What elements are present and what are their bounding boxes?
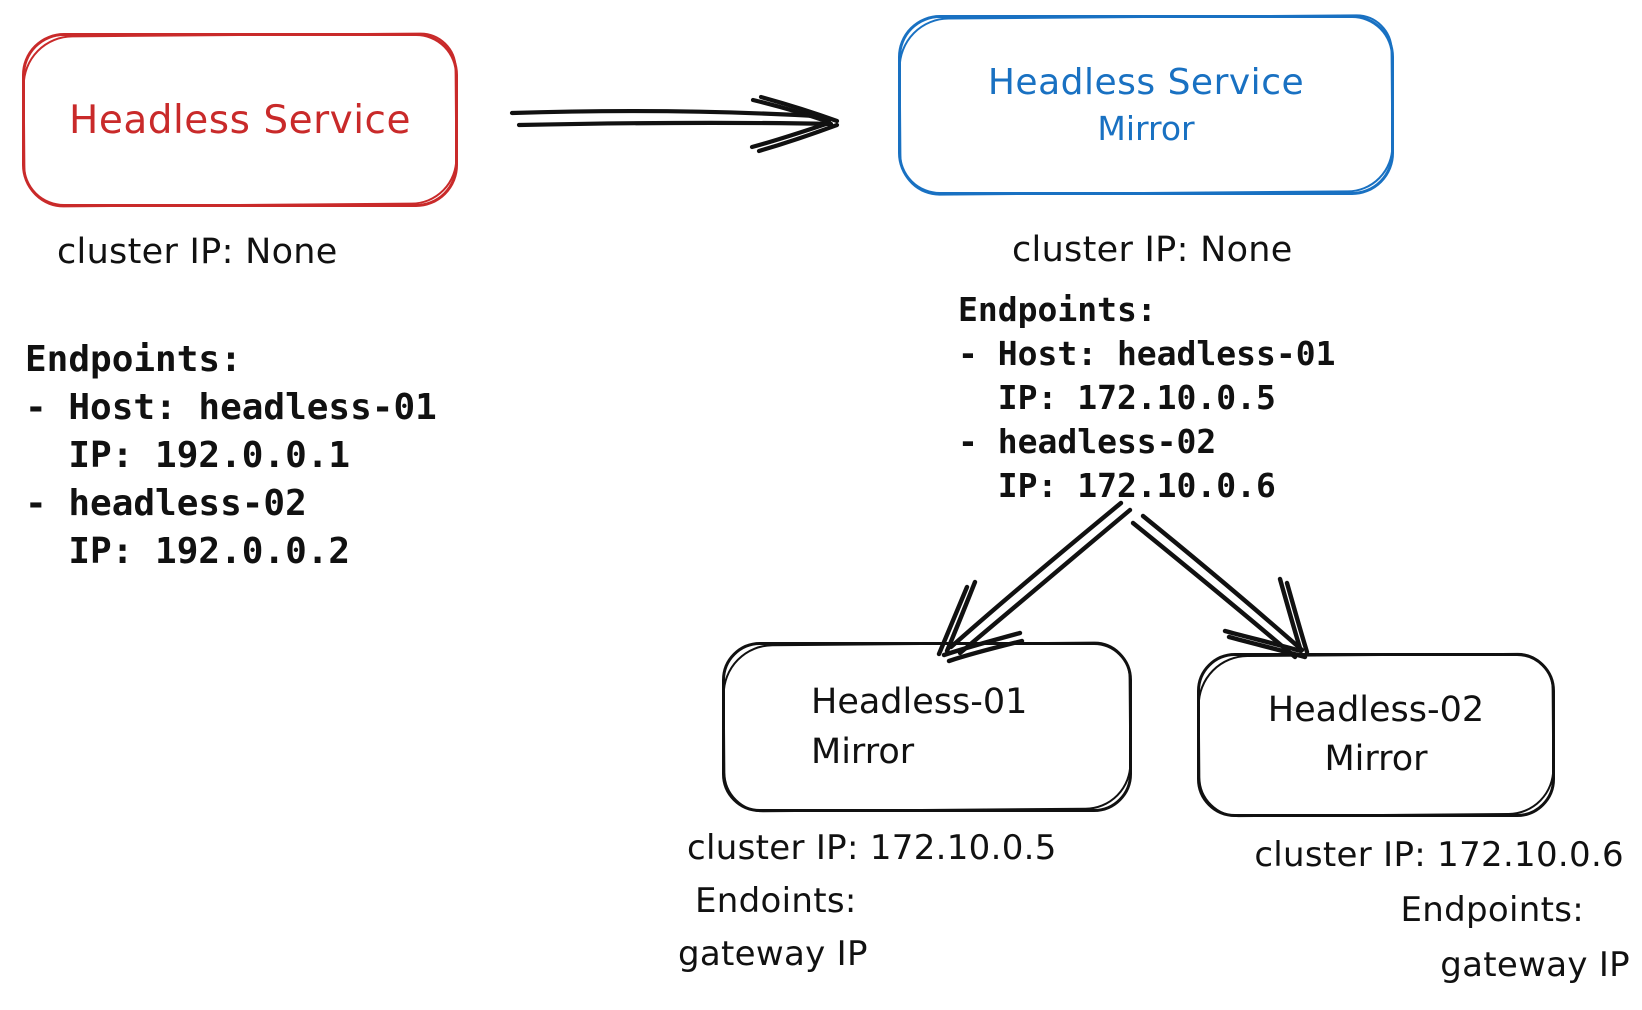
- node-headless-service-mirror: Headless Service Mirror: [898, 15, 1394, 195]
- mirror-01-cluster-ip: cluster IP: 172.10.0.5: [687, 828, 1057, 868]
- source-cluster-ip-label: cluster IP: None: [57, 232, 338, 272]
- node-headless-02-mirror: Headless-02 Mirror: [1197, 653, 1555, 817]
- node-headless-01-mirror-title: Headless-01: [811, 682, 1028, 722]
- node-headless-01-mirror-subtitle: Mirror: [811, 732, 915, 772]
- endpoints-line: IP: 192.0.0.2: [25, 531, 351, 572]
- node-headless-service-mirror-subtitle: Mirror: [1097, 109, 1195, 148]
- endpoints-line: Endpoints:: [958, 290, 1157, 329]
- arrow-source-to-mirror: [509, 94, 840, 154]
- endpoints-line: Endpoints:: [25, 339, 242, 380]
- arrow-to-mirror-02: [1130, 513, 1310, 660]
- node-headless-service-title: Headless Service: [69, 97, 411, 143]
- endpoints-line: IP: 172.10.0.6: [958, 466, 1276, 505]
- mirror-cluster-ip-label: cluster IP: None: [1012, 230, 1293, 270]
- mirror-01-details: cluster IP: 172.10.0.5 Endoints: gateway…: [678, 822, 1057, 981]
- endpoints-line: - Host: headless-01: [958, 334, 1336, 373]
- mirror-02-cluster-ip: cluster IP: 172.10.0.6: [1254, 835, 1624, 875]
- endpoints-line: - headless-02: [958, 422, 1217, 461]
- node-headless-02-mirror-title: Headless-02: [1267, 690, 1485, 730]
- node-headless-01-mirror: Headless-01 Mirror: [722, 642, 1132, 812]
- endpoints-line: - Host: headless-01: [25, 387, 437, 428]
- node-headless-02-mirror-subtitle: Mirror: [1324, 739, 1428, 779]
- mirror-01-endpoints-label: Endoints:: [695, 881, 857, 921]
- mirror-02-endpoints-label: Endpoints:: [1400, 890, 1584, 930]
- mirror-02-details: cluster IP: 172.10.0.6 Endpoints: gatewa…: [1230, 828, 1630, 993]
- endpoints-line: - headless-02: [25, 483, 307, 524]
- mirror-01-gateway-ip: gateway IP: [678, 934, 868, 974]
- arrow-to-mirror-01: [936, 500, 1133, 664]
- source-endpoints-block: Endpoints: - Host: headless-01 IP: 192.0…: [25, 336, 437, 576]
- mirror-endpoints-block: Endpoints: - Host: headless-01 IP: 172.1…: [958, 288, 1336, 508]
- endpoints-line: IP: 172.10.0.5: [958, 378, 1276, 417]
- node-headless-service: Headless Service: [22, 33, 458, 207]
- mirror-02-gateway-ip: gateway IP: [1440, 945, 1630, 985]
- node-headless-service-mirror-title: Headless Service: [987, 62, 1305, 103]
- endpoints-line: IP: 192.0.0.1: [25, 435, 351, 476]
